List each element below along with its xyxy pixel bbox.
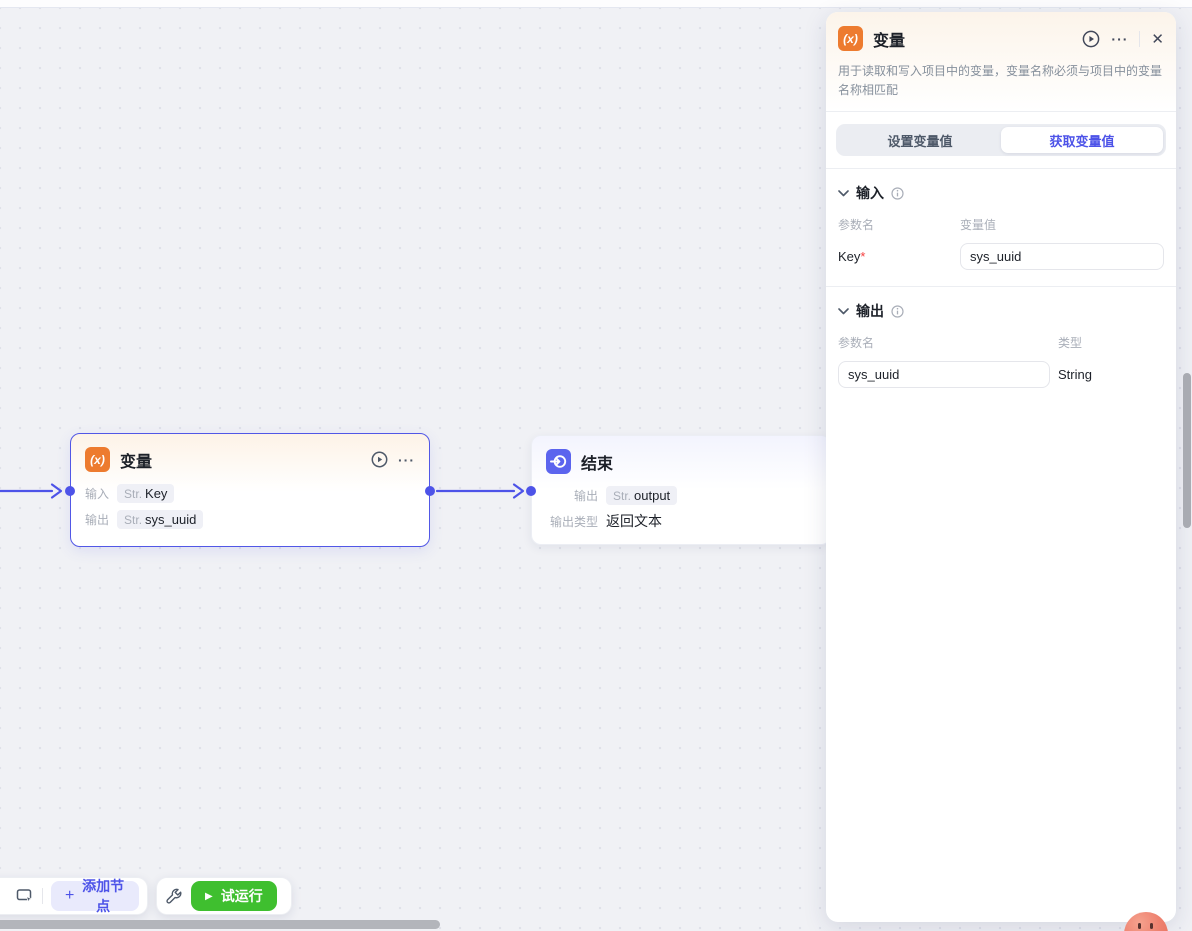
- end-node-header: 结束: [532, 436, 830, 482]
- variable-node-input-row: 输入 Str. Key: [71, 480, 429, 506]
- row-label: 输出: [573, 488, 598, 503]
- info-icon: [891, 305, 904, 318]
- mascot-eye: [1150, 923, 1153, 929]
- end-node-title: 结束: [581, 455, 614, 473]
- row-label: 输入: [85, 486, 110, 501]
- output-section-title: 输出: [856, 303, 884, 320]
- variable-fx-icon: (x): [85, 447, 110, 472]
- column-variable-value: 变量值: [960, 218, 997, 233]
- horizontal-scrollbar[interactable]: [0, 920, 440, 929]
- panel-description: 用于读取和写入项目中的变量，变量名称必须与项目中的变量名称相匹配: [838, 64, 1163, 97]
- panel-title: 变量: [873, 32, 906, 50]
- column-param-name: 参数名: [838, 218, 875, 233]
- fx-glyph: (x): [843, 31, 858, 46]
- divider: [826, 168, 1176, 170]
- variable-node-output-port[interactable]: [425, 486, 435, 496]
- variable-config-panel: (x) 变量 ··· ✕ 用于读取和写入项目中的变量，变量名称必须与项目中的变量…: [826, 12, 1176, 922]
- fx-glyph: (x): [90, 452, 105, 467]
- canvas-toolbar: + 添加节点: [0, 877, 148, 915]
- chevron-down-icon[interactable]: [838, 307, 849, 315]
- top-strip: [0, 0, 1192, 8]
- panel-header-divider: [1139, 30, 1141, 47]
- divider: [826, 111, 1176, 113]
- variable-value-input[interactable]: [960, 243, 1164, 271]
- output-param-row: String: [838, 361, 1164, 389]
- variable-node-header: (x) 变量 ···: [71, 434, 429, 480]
- variable-node-more-icon[interactable]: ···: [398, 451, 415, 468]
- end-node-input-port[interactable]: [526, 486, 536, 496]
- test-run-button[interactable]: ▶ 试运行: [191, 881, 277, 911]
- plus-icon: +: [65, 887, 75, 904]
- variable-node-run-icon[interactable]: [371, 451, 388, 468]
- panel-header: (x) 变量 ··· ✕ 用于读取和写入项目中的变量，变量名称必须与项目中的变量…: [826, 12, 1176, 112]
- row-label: 输出: [85, 512, 110, 527]
- test-run-label: 试运行: [220, 888, 263, 904]
- run-toolbar: ▶ 试运行: [156, 877, 292, 915]
- play-icon: ▶: [205, 890, 213, 902]
- param-name-text: Key: [838, 249, 861, 265]
- marquee-select-icon[interactable]: [16, 887, 34, 905]
- assistant-mascot[interactable]: [1124, 912, 1168, 931]
- output-type-value: 返回文本: [606, 513, 662, 529]
- param-badge: Str. output: [606, 485, 678, 505]
- badge-value: Key: [145, 485, 168, 501]
- column-type: 类型: [1058, 336, 1083, 351]
- variable-mode-tabs: 设置变量值 获取变量值: [836, 124, 1166, 157]
- badge-value: output: [634, 487, 671, 503]
- param-name-field-wrap: [838, 361, 1058, 389]
- vertical-scrollbar[interactable]: [1183, 373, 1191, 528]
- panel-fx-icon: (x): [838, 26, 863, 51]
- row-label: 输出类型: [549, 514, 598, 529]
- param-badge: Str. Key: [117, 483, 175, 503]
- close-icon[interactable]: ✕: [1151, 30, 1164, 48]
- end-node-output-row: 输出 Str. output: [532, 482, 830, 508]
- input-param-row: Key*: [838, 243, 1164, 271]
- badge-value: sys_uuid: [145, 511, 197, 527]
- variable-node[interactable]: (x) 变量 ··· 输入 Str. Key 输出 Str. sys_uuid: [70, 433, 430, 547]
- input-section-title: 输入: [856, 185, 884, 202]
- param-name: Key*: [838, 249, 960, 264]
- required-asterisk: *: [860, 249, 866, 265]
- panel-run-icon[interactable]: [1082, 30, 1100, 48]
- tab-get-variable[interactable]: 获取变量值: [1001, 127, 1163, 154]
- divider: [826, 286, 1176, 288]
- add-node-button[interactable]: + 添加节点: [51, 878, 139, 914]
- badge-type: Str.: [124, 512, 143, 527]
- chevron-down-icon[interactable]: [838, 189, 849, 197]
- variable-node-output-row: 输出 Str. sys_uuid: [71, 506, 429, 532]
- variable-node-title: 变量: [120, 453, 153, 471]
- info-icon: [891, 187, 904, 200]
- param-badge: Str. sys_uuid: [117, 509, 204, 529]
- output-type: String: [1058, 367, 1092, 383]
- badge-type: Str.: [124, 486, 143, 501]
- column-param-name: 参数名: [838, 336, 875, 351]
- output-section: 输出 参数名 类型 String: [826, 287, 1176, 404]
- mascot-eye: [1138, 923, 1141, 929]
- output-param-name-input[interactable]: [838, 361, 1050, 389]
- input-section: 输入 参数名 变量值 Key*: [826, 169, 1176, 286]
- badge-type: Str.: [613, 488, 632, 503]
- end-node-output-type-row: 输出类型 返回文本: [532, 508, 830, 534]
- panel-more-icon[interactable]: ···: [1111, 30, 1129, 47]
- end-node[interactable]: 结束 输出 Str. output 输出类型 返回文本: [531, 435, 831, 545]
- tab-set-variable[interactable]: 设置变量值: [887, 133, 953, 149]
- end-node-icon: [546, 449, 571, 474]
- variable-node-input-port[interactable]: [65, 486, 75, 496]
- add-node-label: 添加节点: [82, 878, 125, 914]
- wrench-icon[interactable]: [165, 887, 183, 905]
- toolbar-divider: [42, 888, 43, 904]
